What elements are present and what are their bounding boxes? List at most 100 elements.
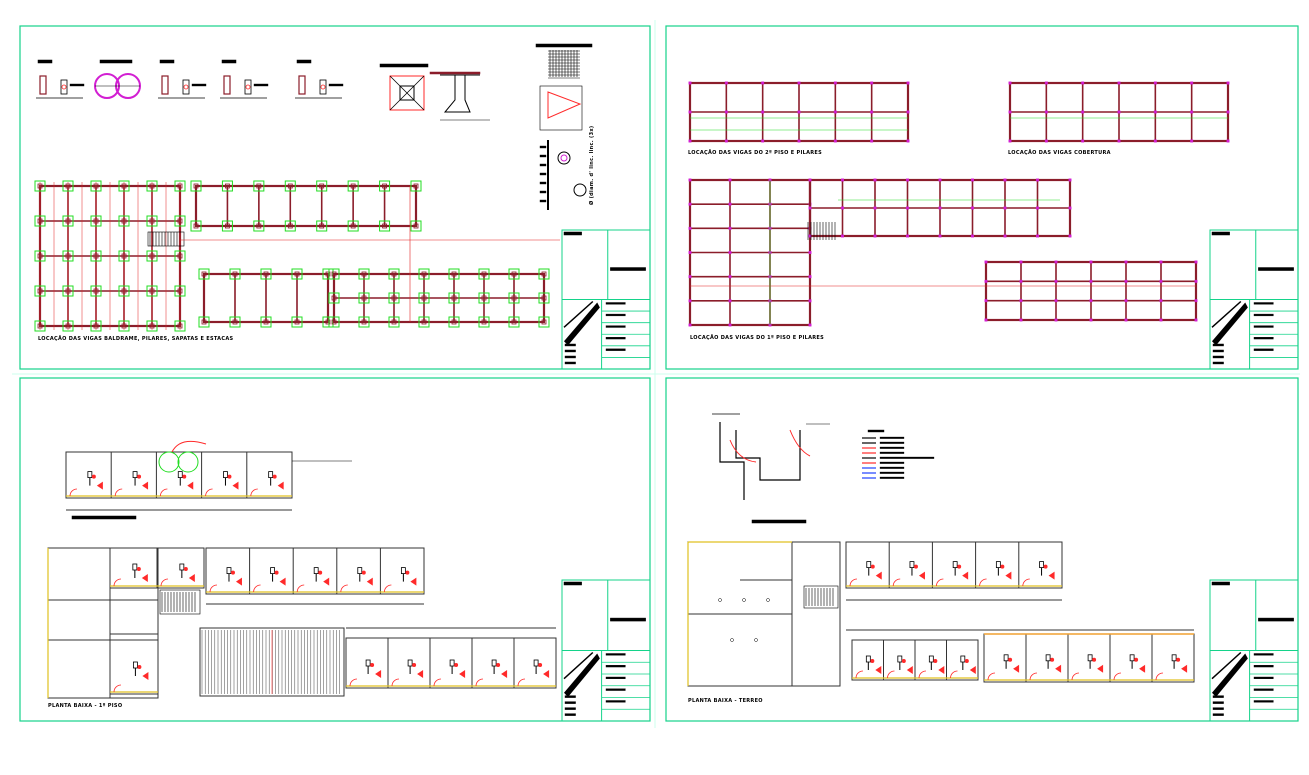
column (93, 288, 99, 294)
rebar-tag (539, 172, 547, 176)
door-swing (391, 678, 400, 687)
column (93, 183, 99, 189)
column (391, 319, 397, 325)
section-title (379, 63, 429, 68)
fixture-point (182, 474, 187, 479)
pillar (1153, 81, 1157, 85)
legend-text (879, 466, 905, 469)
rotated-detail-note: Ø (diam. d' linc. linc. (3x) (588, 125, 595, 205)
title-block-text-bar (605, 337, 626, 340)
title-block-text-bar (1212, 707, 1224, 710)
logo-stroke (1211, 300, 1242, 328)
door-swing (296, 584, 305, 593)
title-block-text-bar (1212, 713, 1224, 716)
flow-arrow (279, 577, 286, 586)
sanitary-fixture (995, 561, 1001, 568)
column (37, 218, 43, 224)
pillar (1068, 234, 1072, 238)
rebar (320, 84, 326, 90)
sanitary-fixture (897, 655, 903, 663)
title-block-text-bar (1212, 701, 1224, 704)
drain (766, 598, 770, 602)
pile-cap (358, 316, 370, 328)
title-block-text-bar (1253, 302, 1274, 305)
fixture-point (964, 659, 969, 664)
pile-core (560, 154, 568, 162)
pile-cap (146, 285, 158, 297)
pile-cap (388, 268, 400, 280)
door-swing (1022, 578, 1030, 587)
fixture-point (933, 659, 938, 664)
legend-text (879, 461, 905, 464)
pillar (688, 178, 692, 182)
door-swing (987, 672, 996, 681)
caption-second-floor-beams: LOCAÇÃO DAS VIGAS DO 2º PISO E PILARES (688, 149, 822, 156)
pillar (688, 202, 692, 206)
pile-cap (508, 292, 520, 304)
sanitary-fixture (365, 659, 371, 667)
fixture-point (230, 570, 235, 575)
pillar (870, 81, 874, 85)
section-title (221, 59, 237, 64)
pillar (1008, 81, 1012, 85)
title-block-text-bar (564, 343, 576, 347)
tie-beam-section (295, 59, 344, 99)
pillar (688, 299, 692, 303)
sanitary-fixture (491, 659, 497, 667)
pile-cap (174, 285, 186, 297)
foundation-beam-grid-east (328, 268, 550, 328)
pillar (728, 299, 732, 303)
panel-floor-plan-ground-floor (665, 377, 1299, 722)
pillar (1194, 299, 1198, 303)
pillar (761, 81, 765, 85)
foundation-beam-grid-north (190, 180, 422, 232)
column (93, 218, 99, 224)
caption-first-floor-beams: LOCAÇÃO DAS VIGAS DO 1º PISO E PILARES (690, 334, 824, 341)
pillar (724, 81, 728, 85)
fixture-point (136, 567, 141, 572)
title-block-text-bar (564, 349, 576, 353)
pillar (870, 139, 874, 143)
pillar (984, 279, 988, 283)
pile-cap (146, 180, 158, 192)
flow-arrow (277, 481, 284, 490)
pillar (841, 206, 844, 210)
column (451, 271, 457, 277)
pillar (1054, 299, 1058, 303)
column (263, 271, 269, 277)
column (65, 288, 71, 294)
door-swing (855, 670, 864, 679)
flow-arrow (1055, 664, 1062, 673)
pillar (688, 139, 692, 143)
door-swing (849, 578, 858, 587)
column (121, 253, 127, 259)
caption-ground-floor-plan: PLANTA BAIXA - TERREO (688, 698, 763, 704)
title-block-text-bar (564, 361, 576, 365)
logo-mark (564, 302, 600, 346)
door-swing (209, 584, 218, 593)
door-swing (1029, 672, 1038, 681)
column (541, 271, 547, 277)
sanitary-fixture (407, 659, 413, 667)
pillar (971, 234, 974, 238)
column (256, 223, 262, 229)
sanitary-fixture (1003, 654, 1009, 662)
column (391, 271, 397, 277)
column (121, 323, 127, 329)
flow-arrow (1181, 664, 1188, 673)
column (421, 271, 427, 277)
stair-outline (803, 585, 839, 609)
footing-section (440, 74, 480, 113)
fixture-point (454, 663, 459, 668)
sanitary-fixture (270, 567, 275, 574)
title-block-text-bar (1253, 676, 1274, 679)
pile-cap (260, 268, 272, 280)
pile-cap (260, 316, 272, 328)
rebar-tag (539, 163, 547, 167)
pillar (1194, 279, 1198, 283)
pillar (761, 139, 765, 143)
column (177, 218, 183, 224)
fixture-point (870, 659, 875, 664)
flow-arrow (938, 666, 945, 674)
pillar (688, 110, 692, 114)
